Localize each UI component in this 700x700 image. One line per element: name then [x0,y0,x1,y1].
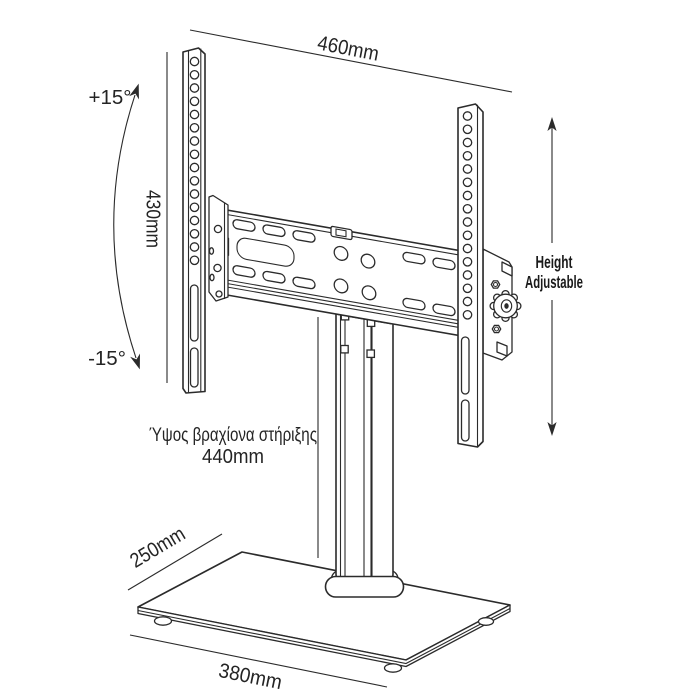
plate-hole [360,253,376,269]
height-arrowhead-down [547,422,557,436]
plate-slot [432,303,456,317]
tilt-up-label: +15° [89,86,132,109]
collar-outer [324,575,405,598]
arm-height-annotation: Ύψος βραχίονα στήριξης 440mm [149,317,319,558]
height-adjustable-label-1: Height [536,252,573,272]
right-rail-holes [462,111,473,320]
plate-flange-lines [227,279,461,329]
plate-slot [402,251,426,265]
bracket-screw [213,263,222,273]
left-rail-slot [189,347,199,388]
plate-slot [402,297,426,311]
arm-height-value: 440mm [202,445,264,468]
dimension-line-380 [129,634,388,688]
bracket-screw [213,224,223,234]
tilt-arrowhead-down [130,353,140,370]
base-foot-right [477,617,495,626]
bracket-pin [208,247,215,255]
plate-slot [292,276,316,290]
dimension-label-430: 430mm [142,190,165,248]
tension-knob [489,289,522,323]
wall-plate [221,209,462,337]
plate-hole [333,278,349,294]
height-arrowhead-up [547,117,557,131]
hex-bolt-circle [492,281,499,288]
arm-height-caption: Ύψος βραχίονα στήριξης [149,424,317,446]
dimension-rail-height: 430mm [142,52,168,383]
plate-slot [232,265,256,278]
base-foot-left [153,616,173,626]
plate-cutout [236,237,295,267]
right-rail-slot [460,399,470,442]
tilt-arc-arrow [113,94,137,359]
plate-slot [262,270,286,284]
right-rail-slot [460,336,470,395]
rod-bead [340,344,349,354]
right-tilt-mechanism [482,248,522,361]
knob-hub-hole [504,303,509,309]
base-plate [137,551,511,673]
plate-hole [333,245,349,261]
left-vesa-rail [182,47,206,394]
right-vesa-rail [457,103,484,448]
left-tilt-bracket [208,194,229,302]
left-rail-holes [189,56,200,266]
bracket-screw [215,290,223,298]
bracket-pin [209,273,215,282]
hex-bolt-circle [493,326,500,332]
plate-hole [361,285,377,301]
plate-center-clip-inner [335,228,347,238]
height-adjustable-label-2: Adjustable [525,272,583,292]
plate-slot [432,257,456,271]
plate-slot [292,230,316,243]
tilt-down-label: -15° [88,347,126,370]
dimension-line-460 [189,29,513,93]
left-rail-slot [189,284,199,342]
dimension-width-top: 460mm [189,29,513,93]
column [335,313,394,583]
base-foot-front [383,663,403,673]
right-bracket-tab-top [501,261,513,277]
base-edge-line [137,608,511,665]
knob-hub [500,299,513,313]
height-adjustable-annotation: Height Adjustable [525,117,583,436]
hex-bolt [491,324,502,334]
dimension-line-250 [127,533,223,591]
plate-slot [232,219,256,232]
tilt-annotation: +15° -15° [88,83,140,370]
base-edge-band [137,604,511,668]
mechanism-bolts [490,280,502,334]
dimension-label-250: 250mm [126,522,189,572]
right-bracket-tab-bottom [496,341,508,357]
hex-bolt [490,280,501,289]
plate-slot [262,224,286,238]
rod-bead [366,349,376,359]
tilt-arrowhead-up [129,83,139,100]
